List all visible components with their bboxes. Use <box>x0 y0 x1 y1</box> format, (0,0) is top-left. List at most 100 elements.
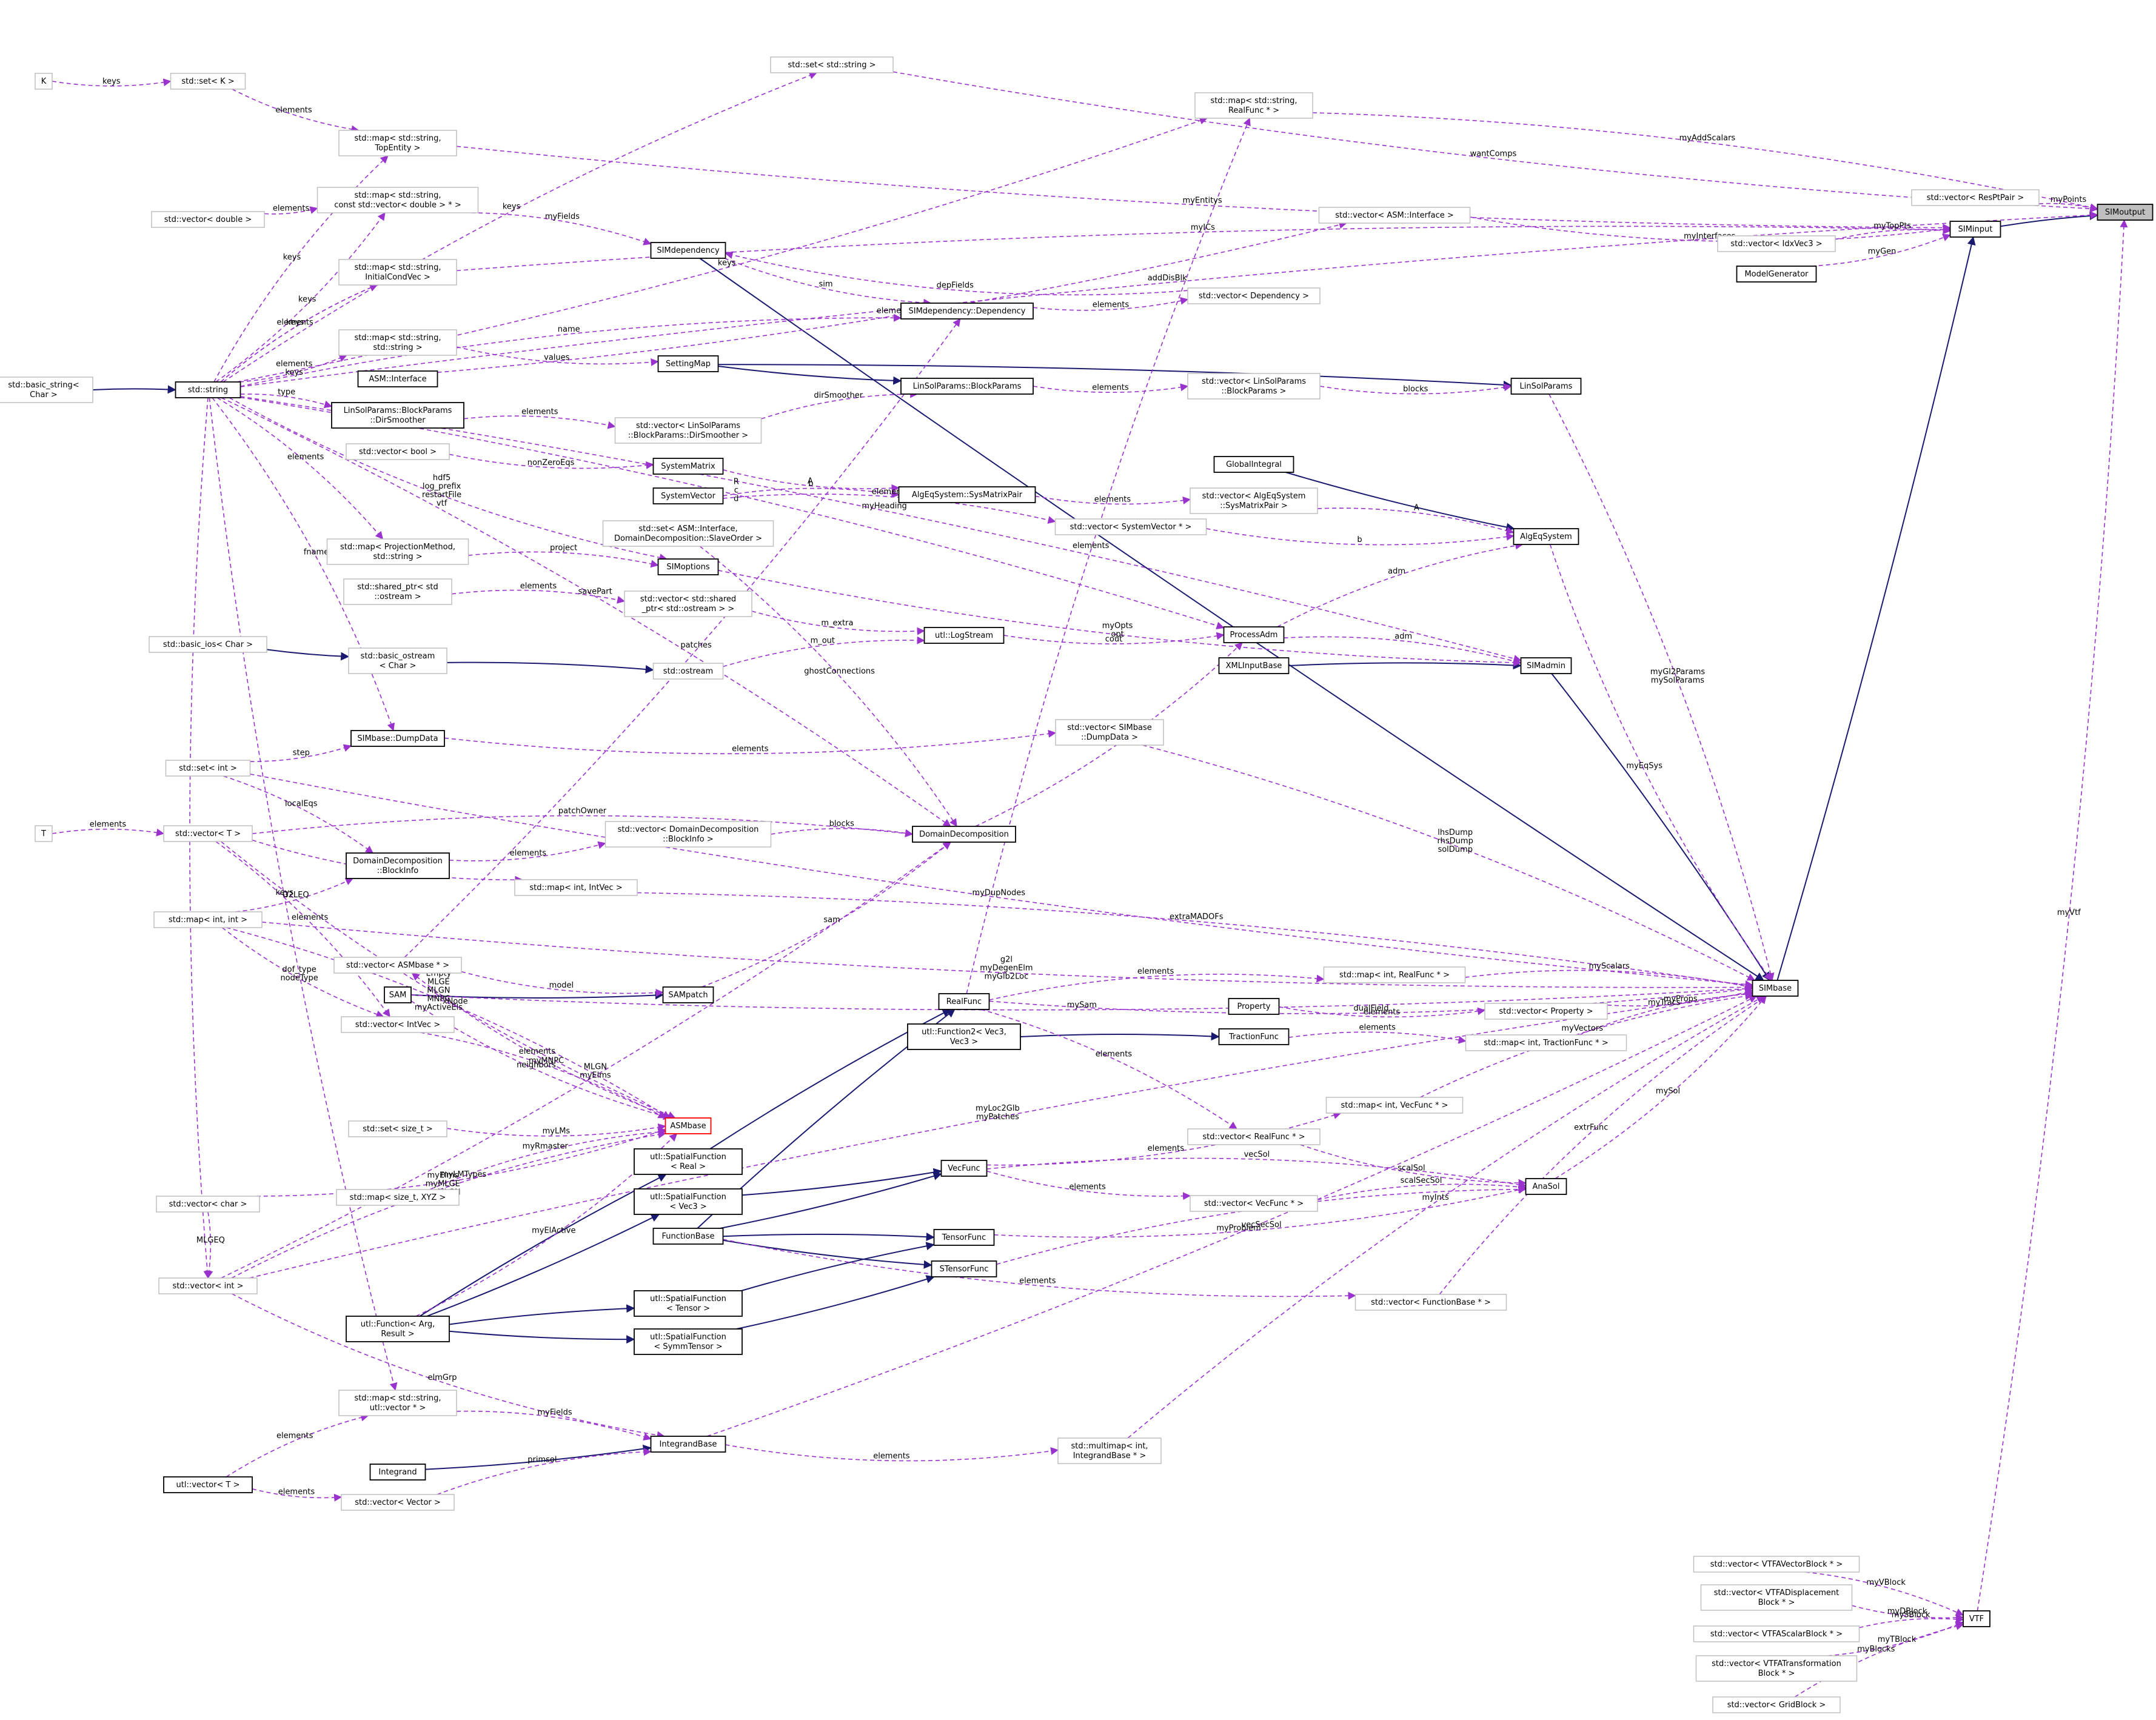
node-box <box>634 1148 743 1175</box>
edge-label-line: myBlocks <box>1857 1645 1895 1654</box>
node-label-line: utl::SpatialFunction <box>650 1333 726 1342</box>
node-processadm[interactable]: ProcessAdm <box>1223 626 1285 643</box>
node-function2[interactable]: utl::Function2< Vec3,Vec3 > <box>907 1023 1021 1050</box>
edge-label: myInts <box>1422 1193 1449 1202</box>
usage-edge-utl-function-to-asmbase <box>415 1133 678 1317</box>
node-vtf[interactable]: VTF <box>1963 1610 1990 1627</box>
node-box <box>333 957 462 974</box>
node-stensorfunc[interactable]: STensorFunc <box>931 1260 997 1277</box>
node-algeqsystem[interactable]: AlgEqSystem <box>1513 528 1579 545</box>
node-label-line: std::vector< ASMbase * > <box>346 961 449 970</box>
edge-label: primsol <box>527 1456 557 1465</box>
node-tractionfunc[interactable]: TractionFunc <box>1218 1028 1290 1045</box>
node-functionbase[interactable]: FunctionBase <box>652 1228 724 1245</box>
node-xmlinputbase[interactable]: XMLInputBase <box>1218 657 1290 674</box>
node-sf-real[interactable]: utl::SpatialFunction< Real > <box>634 1148 743 1175</box>
usage-edge-std-string-to-map-str-topentity <box>213 155 389 383</box>
edge-label-line: solDump <box>1438 845 1473 854</box>
node-asmbase[interactable]: ASMbase <box>665 1117 712 1134</box>
usage-edge-vector-asminterface-to-siminput <box>1470 216 1951 243</box>
node-label: std::vector< VTFAScalarBlock * > <box>1710 1630 1843 1639</box>
node-label: STensorFunc <box>940 1265 989 1274</box>
node-std-string[interactable]: std::string <box>175 381 241 398</box>
edge-label-line: hdf5 <box>433 474 450 483</box>
edge-label: myVectors <box>1561 1024 1603 1033</box>
node-sf-symmtensor[interactable]: utl::SpatialFunction< SymmTensor > <box>634 1328 743 1355</box>
node-siminput[interactable]: SIMinput <box>1949 221 2001 238</box>
inheritance-edge-functionbase-to-tensorfunc <box>723 1233 935 1242</box>
node-label: AlgEqSystem::SysMatrixPair <box>912 490 1023 500</box>
node-dumpdata[interactable]: SIMbase::DumpData <box>350 730 445 747</box>
node-label-line: Vec3 > <box>950 1037 978 1046</box>
edge-label: wantComps <box>1470 150 1517 159</box>
edge-label-line: dirSmoother <box>814 391 863 400</box>
usage-edge-map-int-int-to-vector-intvec <box>222 927 384 1019</box>
node-label-line: IntegrandBase * > <box>1073 1451 1147 1461</box>
node-vecfunc[interactable]: VecFunc <box>940 1160 988 1177</box>
node-simdependency[interactable]: SIMdependency <box>650 242 726 259</box>
node-simoutput[interactable]: SIMoutput <box>2097 204 2154 221</box>
node-sam[interactable]: SAM <box>384 986 412 1003</box>
node-modelgenerator[interactable]: ModelGenerator <box>1736 266 1817 283</box>
node-linsolparams[interactable]: LinSolParams <box>1510 378 1582 395</box>
edge-label: myAddScalars <box>1679 133 1736 142</box>
node-set-int: std::set< int > <box>165 760 251 777</box>
node-sampatch[interactable]: SAMpatch <box>662 986 714 1003</box>
node-lsp-blockparams[interactable]: LinSolParams::BlockParams <box>900 378 1034 395</box>
node-sf-vec3[interactable]: utl::SpatialFunction< Vec3 > <box>634 1188 743 1215</box>
node-sf-tensor[interactable]: utl::SpatialFunction< Tensor > <box>634 1290 743 1317</box>
edge-label: elements <box>278 1488 315 1497</box>
node-label: std::vector< IntVec > <box>355 1020 440 1029</box>
usage-edge-std-string-to-map-projectionmethod-str <box>216 397 384 540</box>
node-label: utl::Function< Arg,Result > <box>361 1320 435 1339</box>
node-label-line: ::DirSmoother <box>370 416 426 425</box>
usage-edge-map-str-realfunc-to-simoutput <box>1312 112 2098 212</box>
node-systemmatrix[interactable]: SystemMatrix <box>652 458 724 475</box>
node-simbase[interactable]: SIMbase <box>1752 980 1799 997</box>
usage-edge-std-string-to-simdepdependency <box>240 313 902 387</box>
usage-edge-vector-shared-ptr-ostream-to-logstream <box>751 611 925 635</box>
node-label-line: ::DumpData > <box>1081 733 1138 742</box>
node-label-line: std::vector< VecFunc * > <box>1204 1199 1304 1208</box>
node-globalintegral[interactable]: GlobalIntegral <box>1213 456 1294 473</box>
node-asminterface[interactable]: ASM::Interface <box>357 370 438 387</box>
node-label-line: T <box>41 829 46 838</box>
node-integrand[interactable]: Integrand <box>369 1464 426 1481</box>
node-label-line: std::map< std::string, <box>354 191 441 200</box>
node-label-line: ModelGenerator <box>1744 270 1809 279</box>
edge-label: mySol <box>1656 1086 1680 1096</box>
edge-label: sim <box>819 280 832 289</box>
node-label-line: std::map< int, TractionFunc * > <box>1484 1039 1608 1048</box>
node-lsp-bp-dirsmoother[interactable]: LinSolParams::BlockParams::DirSmoother <box>331 402 464 429</box>
edge-label-line: myFields <box>545 212 580 221</box>
node-simdepdependency[interactable]: SIMdependency::Dependency <box>900 303 1034 320</box>
node-settingmap[interactable]: SettingMap <box>657 355 719 372</box>
node-logstream[interactable]: utl::LogStream <box>923 627 1005 644</box>
node-label-line: std::map< ProjectionMethod, <box>340 543 455 552</box>
inheritance-edge-functionbase-to-stensorfunc <box>723 1239 932 1269</box>
node-simoptions[interactable]: SIMoptions <box>657 558 719 575</box>
node-simadmin[interactable]: SIMadmin <box>1520 657 1572 674</box>
node-tensorfunc[interactable]: TensorFunc <box>933 1229 995 1246</box>
node-domaindecomposition[interactable]: DomainDecomposition <box>912 826 1016 843</box>
node-systemvector[interactable]: SystemVector <box>652 487 724 504</box>
node-label-line: std::vector< IdxVec3 > <box>1730 239 1822 249</box>
node-aes-sysmatrixpair[interactable]: AlgEqSystem::SysMatrixPair <box>898 486 1036 503</box>
node-label-line: IntegrandBase <box>660 1440 717 1449</box>
node-box <box>348 648 447 674</box>
node-integrandbase[interactable]: IntegrandBase <box>650 1436 726 1453</box>
node-dd-blockinfo[interactable]: DomainDecomposition::BlockInfo <box>346 852 450 879</box>
node-label-line: utl::vector * > <box>370 1404 426 1413</box>
node-utl-function[interactable]: utl::Function< Arg,Result > <box>346 1316 450 1342</box>
node-anasol[interactable]: AnaSol <box>1525 1178 1567 1195</box>
node-label-line: std::basic_ios< Char > <box>163 640 253 649</box>
node-utl-vector-t[interactable]: utl::vector< T > <box>163 1476 253 1493</box>
node-label-line: TractionFunc <box>1228 1032 1279 1042</box>
node-realfunc[interactable]: RealFunc <box>938 993 990 1010</box>
node-property[interactable]: Property <box>1228 998 1280 1015</box>
edge-label-line: sim <box>819 280 832 289</box>
node-box <box>384 986 412 1003</box>
usage-edge-vector-t-to-domaindecomposition <box>252 815 914 838</box>
edge-label-line: elmGrp <box>428 1373 457 1382</box>
node-label: SettingMap <box>666 360 711 369</box>
